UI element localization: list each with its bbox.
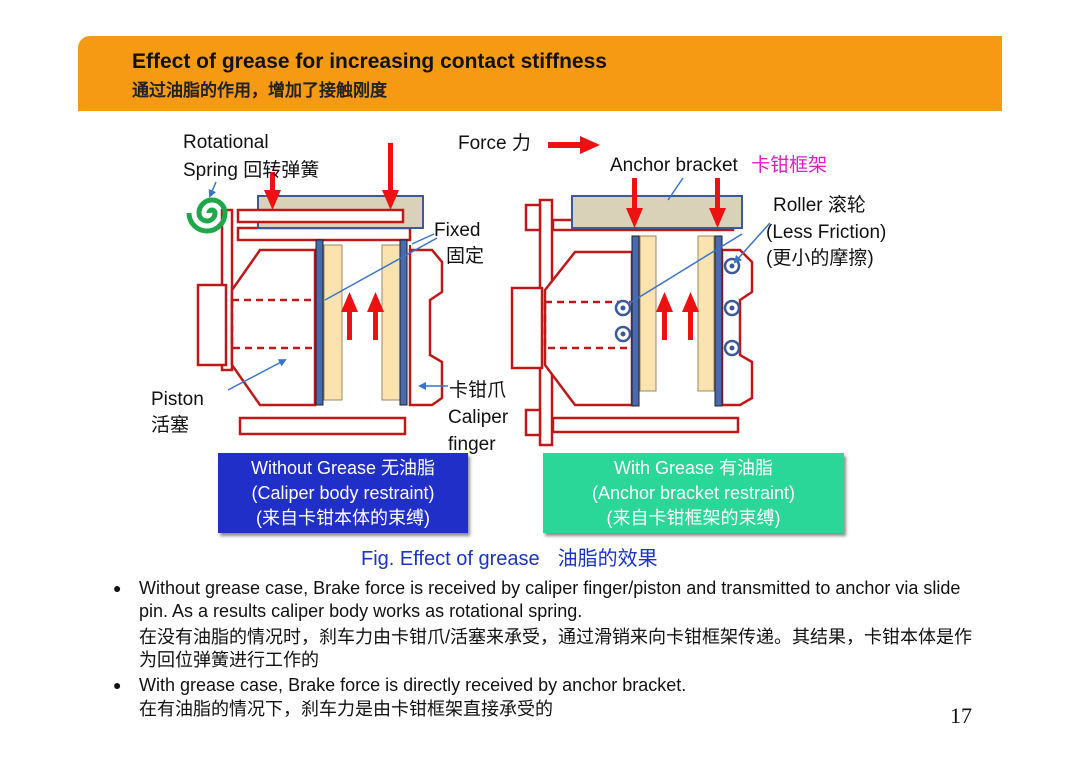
roller-label-1: Roller 滚轮 [773, 195, 866, 216]
bullet-dot-1: ● [113, 580, 122, 596]
bullet-2-zh: 在有油脂的情况下，刹车力是由卡钳框架直接承受的 [139, 699, 553, 719]
anchor-bracket-label-en: Anchor bracket [610, 155, 738, 176]
caliper-finger-label-en1: Caliper [448, 407, 509, 428]
title-banner [78, 36, 1002, 111]
figure-caption-en: Fig. Effect of grease [361, 548, 540, 570]
left-plate-outer [399, 239, 408, 406]
right-pad-outer [697, 235, 715, 392]
right-caliper [510, 198, 754, 447]
caliper-finger-label-en2: finger [448, 434, 496, 455]
right-force-arrows [548, 136, 726, 340]
left-pad-inner [323, 244, 343, 401]
right-pad-inner [639, 235, 657, 392]
without-grease-line2: (Caliper body restraint) [251, 483, 435, 503]
without-grease-box: Without Grease 无油脂 (Caliper body restrai… [218, 453, 468, 533]
slide-subtitle: 通过油脂的作用，增加了接触刚度 [132, 81, 387, 100]
piston-label-zh: 活塞 [151, 415, 190, 436]
left-plate-inner [315, 239, 324, 406]
figure-caption: Fig. Effect of grease 油脂的效果 [361, 542, 658, 571]
page-number: 17 [950, 703, 972, 728]
bullet-1-en: Without grease case, Brake force is rece… [139, 578, 961, 621]
without-grease-line3: (来自卡钳本体的束缚) [256, 508, 430, 528]
without-grease-line1: Without Grease 无油脂 [250, 458, 436, 478]
roller-label-3: (更小的摩擦) [766, 248, 874, 269]
left-caliper [196, 208, 444, 436]
bullet-2-en: With grease case, Brake force is directl… [139, 675, 687, 695]
slide-title: Effect of grease for increasing contact … [132, 50, 607, 73]
caliper-finger-label-zh: 卡钳爪 [449, 380, 507, 401]
bullet-1-zh: 在没有油脂的情况时，刹车力由卡钳爪/活塞来承受，通过滑销来向卡钳框架传递。其结果… [139, 627, 972, 670]
left-pad-outer [381, 244, 401, 401]
right-plate-inner [631, 235, 640, 407]
with-grease-line3: (来自卡钳框架的束缚) [606, 508, 781, 528]
rotational-spring-label-1: Rotational [183, 132, 269, 153]
roller-label-2: (Less Friction) [766, 222, 887, 243]
fixed-label-zh: 固定 [446, 246, 485, 267]
rotational-spring-icon [186, 197, 228, 234]
right-plate-outer [714, 235, 723, 407]
rotational-spring-label-2: Spring 回转弹簧 [183, 160, 320, 181]
fixed-label-en: Fixed [434, 220, 481, 241]
anchor-bracket-label: Anchor bracket 卡钳框架 [610, 155, 827, 177]
piston-label-en: Piston [151, 389, 204, 410]
anchor-bracket-label-zh: 卡钳框架 [751, 155, 828, 176]
force-label: Force 力 [458, 133, 531, 154]
with-grease-box: With Grease 有油脂 (Anchor bracket restrain… [543, 453, 844, 533]
figure-caption-zh: 油脂的效果 [557, 548, 658, 570]
bullet-dot-2: ● [113, 677, 122, 693]
with-grease-line1: With Grease 有油脂 [613, 458, 774, 478]
left-force-arrows [264, 143, 399, 340]
with-grease-line2: (Anchor bracket restraint) [591, 483, 796, 503]
